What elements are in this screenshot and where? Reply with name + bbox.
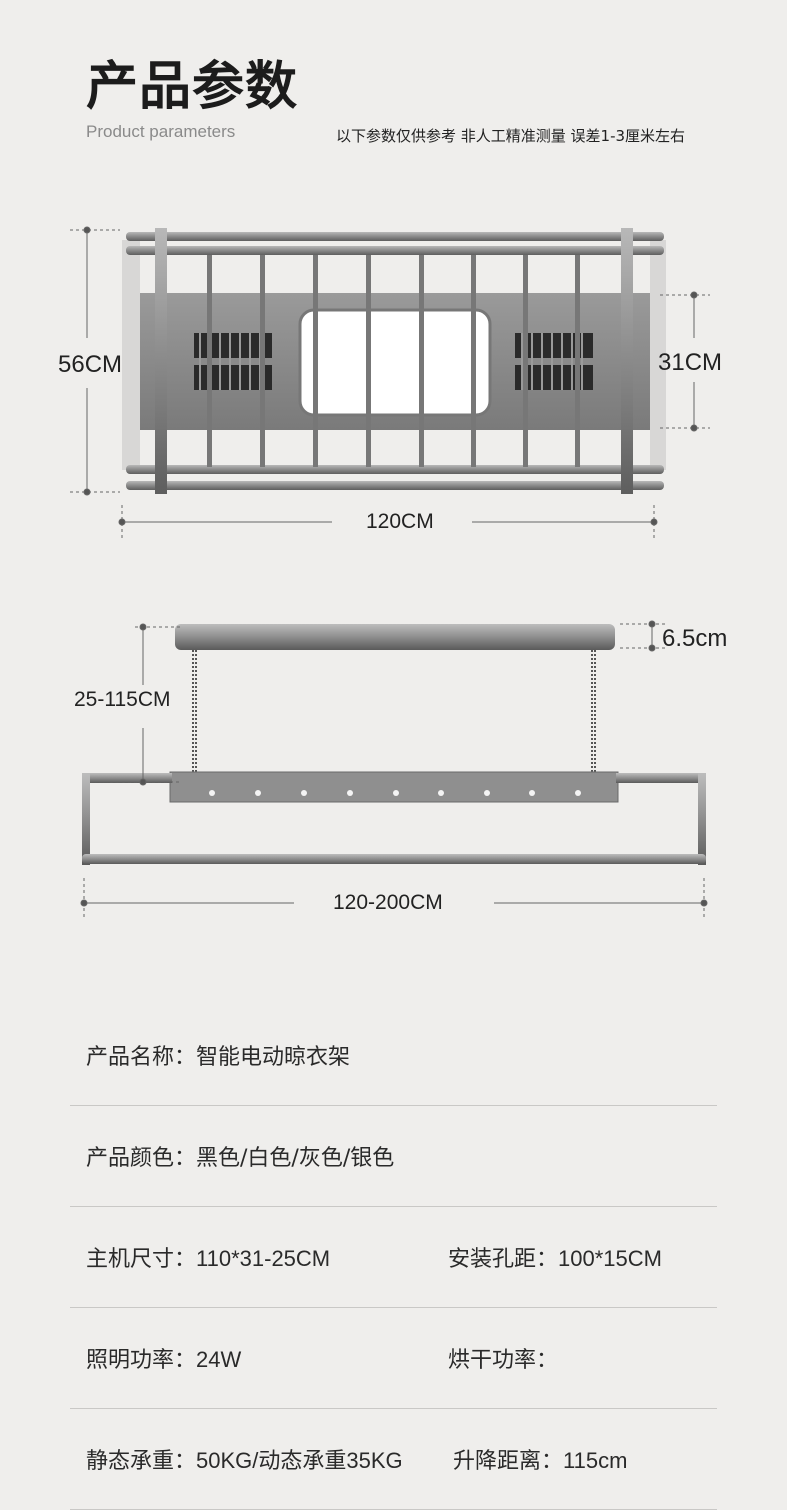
spec-row: 照明功率：24W 烘干功率： (70, 1308, 717, 1409)
top-view-diagram (70, 226, 710, 540)
spec-row: 静态承重：50KG/动态承重35KG 升降距离：115cm (70, 1409, 717, 1510)
page-subtitle: Product parameters (86, 122, 236, 141)
spec-row: 产品名称：智能电动晾衣架 (70, 1005, 717, 1106)
spec-key: 照明功率： (86, 1348, 197, 1373)
spec-key: 主机尺寸： (86, 1247, 197, 1272)
spec-key: 产品名称： (86, 1045, 197, 1070)
ceiling-unit (175, 624, 615, 650)
spec-key: 烘干功率： (448, 1348, 559, 1373)
spec-value: 110*31-25CM (196, 1246, 331, 1271)
depth-label: 56CM (58, 351, 123, 378)
width-label: 120CM (366, 510, 434, 533)
spec-key: 升降距离： (453, 1449, 564, 1474)
page-title: 产品参数 (86, 57, 299, 117)
light-panel (298, 308, 492, 417)
spec-value: 黑色/白色/灰色/银色 (196, 1146, 395, 1171)
hanging-bar (169, 771, 619, 803)
extend-range-label: 120-200CM (333, 891, 443, 914)
spec-row: 产品颜色：黑色/白色/灰色/银色 (70, 1106, 717, 1207)
side-view-diagram (80, 620, 708, 920)
spec-value: 100*15CM (558, 1246, 662, 1271)
spec-key: 安装孔距： (448, 1247, 559, 1272)
drop-range-label: 25-115CM (74, 688, 171, 711)
spec-key: 静态承重： (86, 1449, 197, 1474)
spec-value: 50KG/动态承重35KG (196, 1448, 403, 1473)
spec-table: 产品名称：智能电动晾衣架 产品颜色：黑色/白色/灰色/银色 主机尺寸：110*3… (70, 1005, 717, 1510)
panel-depth-label: 31CM (658, 349, 723, 376)
unit-height-label: 6.5cm (662, 625, 728, 652)
bottom-rail (82, 854, 706, 864)
spec-value: 24W (196, 1347, 242, 1372)
disclaimer-note: 以下参数仅供参考 非人工精准测量 误差1-3厘米左右 (336, 127, 686, 145)
spec-key: 产品颜色： (86, 1146, 197, 1171)
spec-row: 主机尺寸：110*31-25CM 安装孔距：100*15CM (70, 1207, 717, 1308)
spec-value: 智能电动晾衣架 (196, 1045, 351, 1070)
spec-value: 115cm (563, 1448, 628, 1473)
